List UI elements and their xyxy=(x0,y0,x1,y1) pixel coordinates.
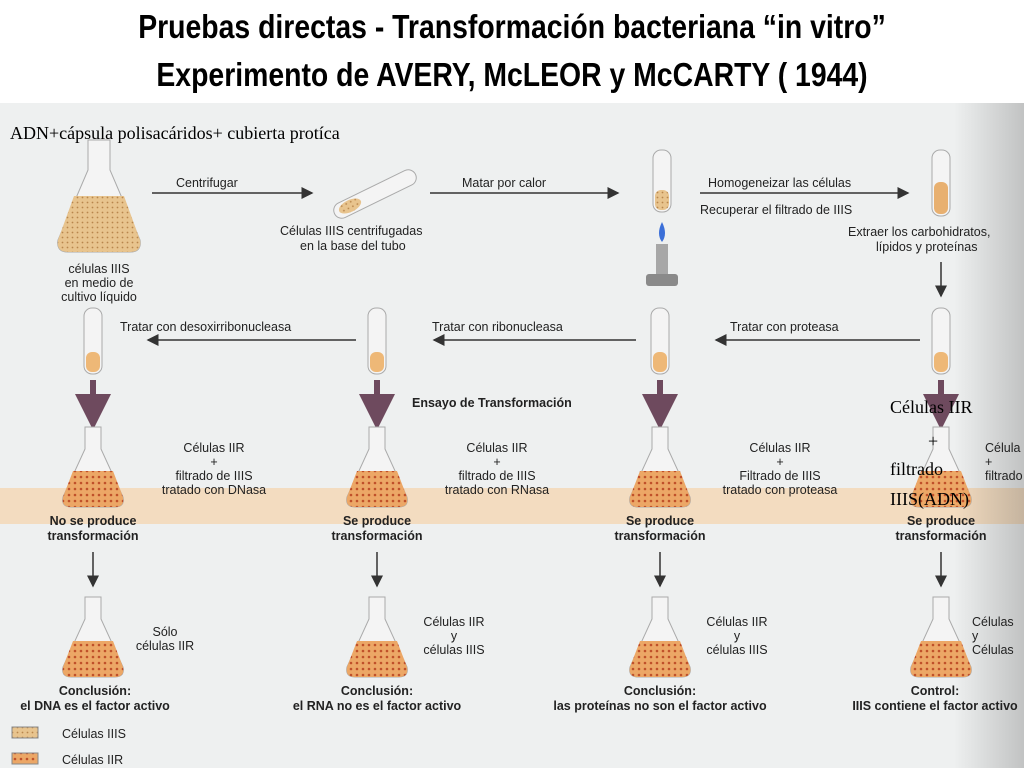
assay-flask-1 xyxy=(62,426,124,508)
assay-band xyxy=(0,488,1024,524)
label-ensayo: Ensayo de Transformación xyxy=(412,396,572,410)
mix-label-2-3: filtrado de IIIS xyxy=(458,469,536,483)
label-centrifugar: Centrifugar xyxy=(176,176,238,190)
mix-label-2-1: Células IIR xyxy=(466,441,528,455)
label-proteasa: Tratar con proteasa xyxy=(730,320,839,334)
mix-label-1-3: filtrado de IIIS xyxy=(175,469,253,483)
mix-label-2-2: + xyxy=(493,455,501,469)
title-line-2: Experimento de AVERY, McLEOR y McCARTY (… xyxy=(156,56,868,93)
assay-flask-4 xyxy=(910,426,972,508)
label-homogeneizar: Homogeneizar las células xyxy=(708,176,852,190)
legend-label-iiis: Células IIIS xyxy=(62,727,126,741)
result-label-4-1: Se produce xyxy=(906,514,976,528)
treated-tube-3 xyxy=(650,307,670,375)
note-top: ADN+cápsula polisacáridos+ cubierta prot… xyxy=(10,123,340,143)
final-label-4-1: Células xyxy=(972,615,1014,629)
final-label-2-3: células IIIS xyxy=(423,643,485,657)
final-label-3-1: Células IIR xyxy=(706,615,768,629)
final-label-4-2: y xyxy=(972,629,979,643)
mix-label-4-2: + xyxy=(985,455,993,469)
legend-label-iir: Células IIR xyxy=(62,753,124,767)
label-extraer-2: lípidos y proteínas xyxy=(876,240,978,254)
burner-icon xyxy=(646,222,678,286)
result-label-3-2: transformación xyxy=(614,529,706,543)
mix-label-3-1: Células IIR xyxy=(749,441,811,455)
label-centrifuged-2: en la base del tubo xyxy=(300,239,406,253)
mix-label-1-2: + xyxy=(210,455,218,469)
final-label-2-1: Células IIR xyxy=(423,615,485,629)
final-label-3-3: células IIIS xyxy=(706,643,768,657)
mix-label-1-1: Células IIR xyxy=(183,441,245,455)
legend-swatch-iiis xyxy=(11,726,39,739)
conclusion-label-3-1: Conclusión: xyxy=(623,684,697,698)
legend-swatch-iir xyxy=(11,752,39,765)
filtrate-tube xyxy=(931,149,951,217)
result-label-4-2: transformación xyxy=(895,529,987,543)
treated-tube-4 xyxy=(931,307,951,375)
final-label-4-3: Células xyxy=(972,643,1014,657)
heated-tube xyxy=(652,149,672,213)
final-label-3-2: y xyxy=(733,629,741,643)
mix-label-2-4: tratado con RNasa xyxy=(444,483,550,497)
note-right-1: Células IIR xyxy=(890,397,973,417)
culture-flask xyxy=(57,139,141,253)
result-label-1-2: transformación xyxy=(47,529,139,543)
result-label-2-1: Se produce xyxy=(342,514,412,528)
label-culture-2: en medio de xyxy=(64,276,134,290)
conclusion-label-1-1: Conclusión: xyxy=(58,684,132,698)
label-desoxi: Tratar con desoxirribonucleasa xyxy=(120,320,292,334)
final-flask-4 xyxy=(910,596,972,678)
conclusion-label-2-2: el RNA no es el factor activo xyxy=(292,699,462,713)
note-right-3: filtrado xyxy=(890,459,943,479)
mix-label-1-4: tratado con DNasa xyxy=(161,483,267,497)
final-flask-3 xyxy=(629,596,691,678)
assay-flask-3 xyxy=(629,426,691,508)
final-flask-2 xyxy=(346,596,408,678)
treated-tube-1 xyxy=(83,307,103,375)
mix-label-3-4: tratado con proteasa xyxy=(722,483,838,497)
conclusion-label-4-2: IIIS contiene el factor activo xyxy=(852,699,1018,713)
treated-tube-2 xyxy=(367,307,387,375)
conclusion-label-3-2: las proteínas no son el factor activo xyxy=(553,699,767,713)
mix-label-4-3: filtrado xyxy=(985,469,1023,483)
result-label-1-1: No se produce xyxy=(49,514,137,528)
label-culture-1: células IIIS xyxy=(68,262,130,276)
note-right-4: IIIS(ADN) xyxy=(890,489,969,509)
conclusion-label-4-1: Control: xyxy=(910,684,960,698)
label-recuperar: Recuperar el filtrado de IIIS xyxy=(700,203,853,217)
label-matar: Matar por calor xyxy=(462,176,547,190)
conclusion-label-2-1: Conclusión: xyxy=(340,684,414,698)
conclusion-label-1-2: el DNA es el factor activo xyxy=(20,699,170,713)
result-label-2-2: transformación xyxy=(331,529,423,543)
diagram-area xyxy=(0,103,1024,768)
label-extraer-1: Extraer los carbohidratos, xyxy=(848,225,991,239)
final-label-1-2: células IIR xyxy=(135,639,195,653)
centrifuged-tube xyxy=(333,169,417,219)
mix-label-3-3: Filtrado de IIIS xyxy=(739,469,821,483)
mix-label-4-1: Célula xyxy=(985,441,1021,455)
assay-flask-2 xyxy=(346,426,408,508)
title-line-1: Pruebas directas - Transformación bacter… xyxy=(138,8,886,45)
final-label-1-1: Sólo xyxy=(152,625,178,639)
label-culture-3: cultivo líquido xyxy=(61,290,137,304)
note-right-2: + xyxy=(928,431,939,451)
final-label-2-2: y xyxy=(450,629,458,643)
label-ribonucleasa: Tratar con ribonucleasa xyxy=(432,320,563,334)
final-flask-1 xyxy=(62,596,124,678)
label-centrifuged-1: Células IIIS centrifugadas xyxy=(280,224,423,238)
mix-label-3-2: + xyxy=(776,455,784,469)
result-label-3-1: Se produce xyxy=(625,514,695,528)
